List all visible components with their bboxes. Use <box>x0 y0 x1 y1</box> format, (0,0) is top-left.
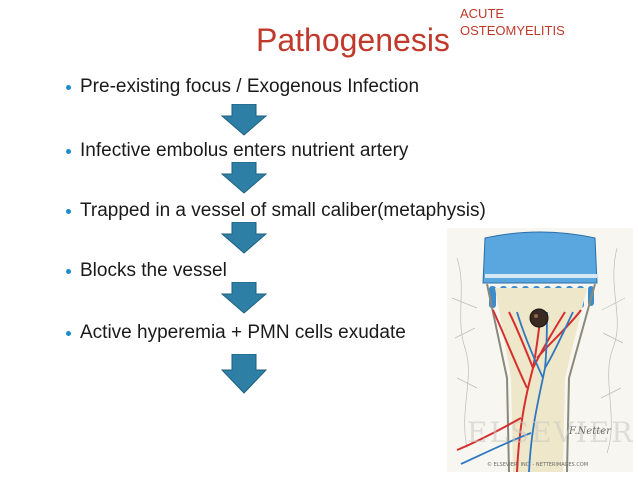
bullet-dot-icon <box>66 331 71 336</box>
bullet-text: Blocks the vessel <box>80 260 227 281</box>
topic-label-line-2: OSTEOMYELITIS <box>460 23 565 38</box>
bullet-dot-icon <box>66 209 71 214</box>
bullet-text: Active hyperemia + PMN cells exudate <box>80 322 406 343</box>
down-arrow-icon <box>221 282 267 314</box>
bullet-dot-icon <box>66 85 71 90</box>
bullet-text: Trapped in a vessel of small caliber(met… <box>80 200 486 221</box>
bullet-item: Trapped in a vessel of small caliber(met… <box>66 200 486 222</box>
svg-text:F.Netter: F.Netter <box>568 426 612 437</box>
slide-title: Pathogenesis <box>256 22 450 58</box>
bullet-item: Active hyperemia + PMN cells exudate <box>66 322 406 344</box>
down-arrow-icon <box>221 354 267 394</box>
down-arrow-icon <box>221 222 267 254</box>
bullet-dot-icon <box>66 149 71 154</box>
bone-vessel-illustration: ELSEVIER F.Netter © ELSEVIER, INC. - NET… <box>447 228 633 472</box>
down-arrow-icon <box>221 162 267 194</box>
bullet-text: Pre-existing focus / Exogenous Infection <box>80 76 420 97</box>
bullet-text: Infective embolus enters nutrient artery <box>80 140 409 161</box>
bullet-item: Infective embolus enters nutrient artery <box>66 140 409 162</box>
topic-label-line-1: ACUTE <box>460 6 505 21</box>
topic-label: ACUTE OSTEOMYELITIS <box>460 5 565 39</box>
bullet-dot-icon <box>66 269 71 274</box>
down-arrow-icon <box>221 104 267 136</box>
svg-text:ELSEVIER: ELSEVIER <box>467 416 633 449</box>
bullet-item: Blocks the vessel <box>66 260 227 282</box>
bullet-item: Pre-existing focus / Exogenous Infection <box>66 76 420 98</box>
svg-text:© ELSEVIER, INC. - NETTERIMAGE: © ELSEVIER, INC. - NETTERIMAGES.COM <box>487 461 588 468</box>
